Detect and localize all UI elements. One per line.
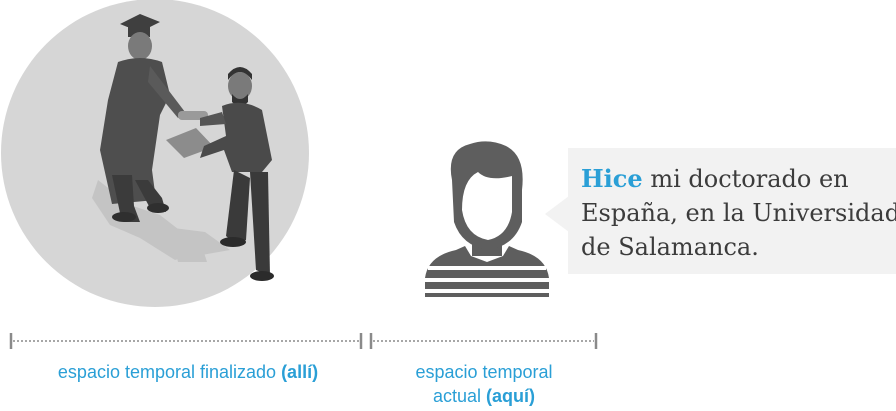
- diploma-icon: [166, 128, 214, 158]
- timeline-label-present-line1: espacio temporal: [415, 362, 553, 382]
- speech-line-1-rest: mi doctorado en: [642, 165, 849, 193]
- speech-bubble-tail: [545, 196, 569, 232]
- timeline-label-past-emphasis: (allí): [281, 362, 319, 382]
- timeline-label-past-text: espacio temporal finalizado: [57, 362, 282, 382]
- timeline: [9, 333, 598, 349]
- speech-line-2: España, en la Universidad: [581, 199, 896, 227]
- speech-line-3: de Salamanca.: [581, 233, 759, 261]
- speech-bubble: Hice mi doctorado en España, en la Unive…: [568, 148, 896, 274]
- highlight-verb: Hice: [581, 164, 643, 193]
- person-avatar-icon: [425, 141, 549, 297]
- graduation-illustration: [1, 0, 309, 307]
- timeline-label-present-text: actual: [432, 386, 487, 406]
- timeline-label-past: espacio temporal finalizado (allí): [10, 360, 366, 384]
- man-figure: [200, 67, 274, 281]
- graduate-figure: [100, 14, 185, 222]
- timeline-label-present-emphasis: (aquí): [486, 386, 536, 406]
- handshake: [178, 111, 208, 120]
- timeline-label-present: espacio temporal actual (aquí): [372, 360, 596, 408]
- speech-line-1: Hice mi doctorado en: [581, 162, 896, 196]
- timeline-label-present-line2: actual (aquí): [372, 384, 596, 408]
